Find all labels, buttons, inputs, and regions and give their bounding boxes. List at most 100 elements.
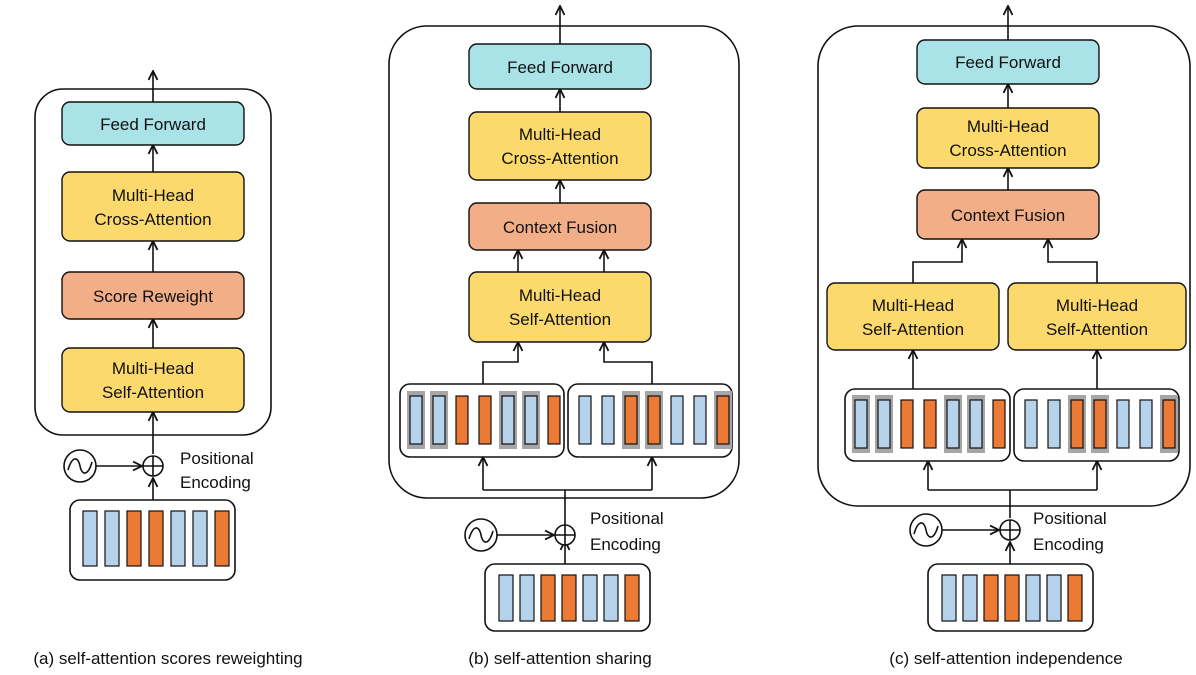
- token-orange: [983, 574, 999, 622]
- token-orange: [624, 574, 640, 622]
- add-operator-icon: [142, 455, 164, 477]
- self-attention-left-label-line1: Multi-Head: [872, 296, 954, 315]
- feed-forward-label: Feed Forward: [100, 115, 206, 134]
- token-light: [1139, 399, 1153, 449]
- self-attention-left-label-line2: Self-Attention: [862, 320, 964, 339]
- self-attention-label-line1: Multi-Head: [519, 286, 601, 305]
- sine-wave-icon: [63, 449, 97, 483]
- token-light: [941, 574, 957, 622]
- input-token-sequence: [927, 563, 1094, 632]
- token-light: [601, 395, 615, 445]
- token-light: [603, 574, 619, 622]
- token-light: [432, 395, 446, 445]
- token-orange: [1162, 399, 1176, 449]
- token-light: [1025, 574, 1041, 622]
- token-orange: [547, 395, 561, 445]
- token-orange: [1070, 399, 1084, 449]
- panel-b: Feed Forward Multi-Head Cross-Attention …: [388, 6, 740, 668]
- token-light: [1047, 399, 1061, 449]
- context-fusion-block: Context Fusion: [468, 202, 652, 251]
- input-tokens: [498, 574, 640, 622]
- caption-c: (c) self-attention independence: [889, 649, 1122, 668]
- masked-tokens-left: [407, 391, 561, 449]
- self-attention-block-right: Multi-Head Self-Attention: [1007, 282, 1187, 351]
- token-light: [82, 510, 98, 567]
- token-orange: [624, 395, 638, 445]
- add-operator-icon: [554, 524, 576, 546]
- masked-sequence-left: [844, 388, 1011, 462]
- token-light: [192, 510, 208, 567]
- cross-attention-block: Multi-Head Cross-Attention: [61, 171, 245, 242]
- token-light: [969, 399, 983, 449]
- cross-attention-block: Multi-Head Cross-Attention: [468, 111, 652, 181]
- token-light: [877, 399, 891, 449]
- token-light: [962, 574, 978, 622]
- token-light: [578, 395, 592, 445]
- token-light: [854, 399, 868, 449]
- self-attention-label-line1: Multi-Head: [112, 359, 194, 378]
- positional-label-line2: Encoding: [1033, 535, 1104, 554]
- feed-forward-label: Feed Forward: [507, 58, 613, 77]
- token-orange: [126, 510, 142, 567]
- feed-forward-block: Feed Forward: [916, 39, 1100, 85]
- token-light: [524, 395, 538, 445]
- token-orange: [455, 395, 469, 445]
- score-reweight-label: Score Reweight: [93, 287, 213, 306]
- cross-attention-block: Multi-Head Cross-Attention: [916, 107, 1100, 169]
- token-orange: [478, 395, 492, 445]
- self-attention-block-left: Multi-Head Self-Attention: [826, 282, 1000, 351]
- masked-sequence-left: [399, 383, 565, 458]
- masked-sequence-right: [1013, 388, 1180, 462]
- masked-tokens-left: [852, 395, 1006, 453]
- cross-attention-label-line1: Multi-Head: [519, 125, 601, 144]
- token-light: [670, 395, 684, 445]
- caption-a: (a) self-attention scores reweighting: [33, 649, 302, 668]
- panel-c: Feed Forward Multi-Head Cross-Attention …: [817, 6, 1191, 668]
- masked-sequence-right: [567, 383, 733, 458]
- cross-attention-label-line1: Multi-Head: [112, 186, 194, 205]
- self-attention-block: Multi-Head Self-Attention: [61, 347, 245, 413]
- context-fusion-label: Context Fusion: [951, 206, 1065, 225]
- self-attention-right-label-line2: Self-Attention: [1046, 320, 1148, 339]
- token-orange: [1093, 399, 1107, 449]
- token-orange: [561, 574, 577, 622]
- token-light: [409, 395, 423, 445]
- masked-tokens-right: [578, 391, 732, 449]
- token-orange: [716, 395, 730, 445]
- input-token-sequence: [69, 499, 236, 581]
- input-token-sequence: [484, 563, 651, 632]
- sine-wave-icon: [464, 518, 498, 552]
- token-light: [519, 574, 535, 622]
- token-orange: [1067, 574, 1083, 622]
- token-orange: [992, 399, 1006, 449]
- cross-attention-label-line2: Cross-Attention: [949, 141, 1066, 160]
- cross-attention-label-line2: Cross-Attention: [94, 210, 211, 229]
- token-light: [1046, 574, 1062, 622]
- token-light: [582, 574, 598, 622]
- positional-label-line1: Positional: [590, 509, 664, 528]
- positional-label-line2: Encoding: [180, 473, 251, 492]
- token-light: [946, 399, 960, 449]
- input-tokens: [82, 510, 230, 567]
- positional-label-line1: Positional: [1033, 509, 1107, 528]
- feed-forward-block: Feed Forward: [468, 43, 652, 90]
- score-reweight-block: Score Reweight: [61, 271, 245, 320]
- token-orange: [1004, 574, 1020, 622]
- masked-tokens-right: [1024, 395, 1178, 453]
- context-fusion-block: Context Fusion: [916, 189, 1100, 240]
- feed-forward-label: Feed Forward: [955, 53, 1061, 72]
- token-light: [1024, 399, 1038, 449]
- input-tokens: [941, 574, 1083, 622]
- token-light: [1116, 399, 1130, 449]
- self-attention-right-label-line1: Multi-Head: [1056, 296, 1138, 315]
- cross-attention-label-line2: Cross-Attention: [501, 149, 618, 168]
- positional-label-line1: Positional: [180, 449, 254, 468]
- token-light: [693, 395, 707, 445]
- token-light: [501, 395, 515, 445]
- panel-a: Feed Forward Multi-Head Cross-Attention …: [33, 71, 303, 668]
- token-light: [498, 574, 514, 622]
- self-attention-label-line2: Self-Attention: [102, 383, 204, 402]
- sine-wave-icon: [909, 513, 943, 547]
- panel-b-container: [388, 25, 740, 499]
